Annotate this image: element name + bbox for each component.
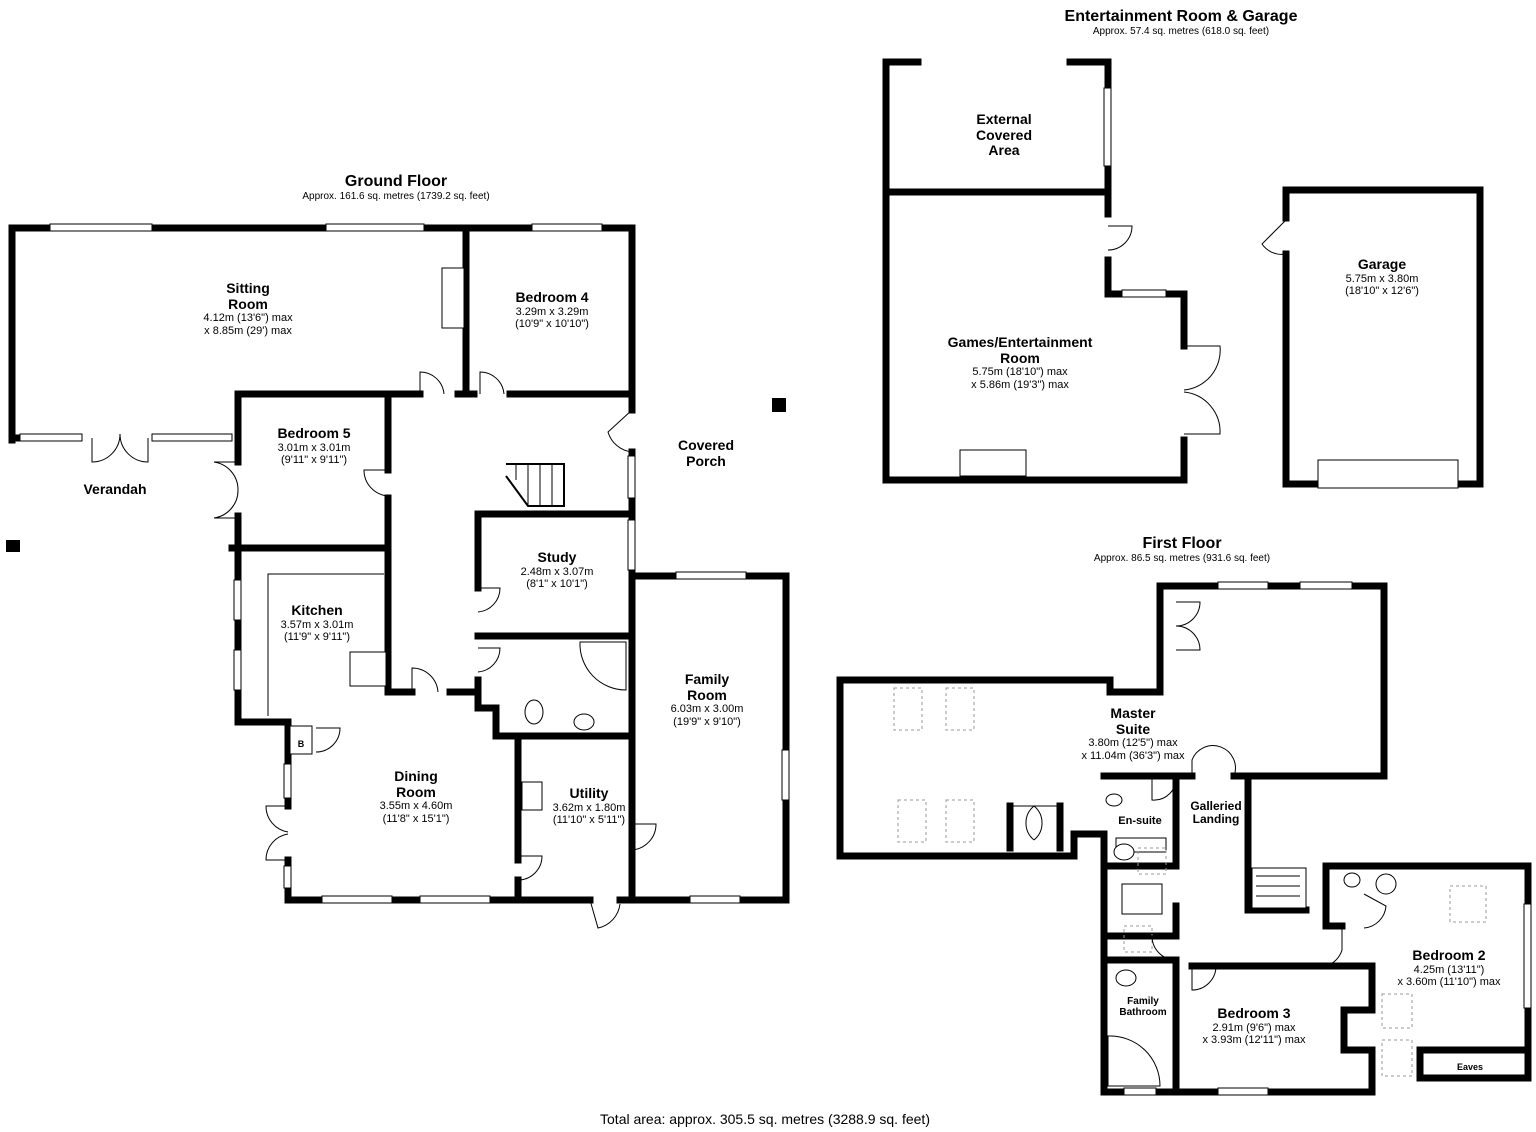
ground-floor-title: Ground Floor <box>344 173 448 190</box>
room-name: Eaves <box>1456 1062 1484 1072</box>
room-dims: 3.57m x 3.01m (11'9" x 9'11") <box>280 618 354 643</box>
room-bedroom2: Bedroom 2 4.25m (13'11") x 3.60m (11'10"… <box>1397 947 1501 988</box>
total-area: Total area: approx. 305.5 sq. metres (32… <box>600 1111 930 1127</box>
entertainment-windows <box>1103 87 1167 298</box>
first-floor-doors <box>1012 601 1387 991</box>
room-dims: 3.55m x 4.60m (11'8" x 15'1") <box>379 800 453 825</box>
room-games-entertainment: Games/Entertainment Room 5.75m (18'10") … <box>947 334 1093 391</box>
room-sitting-room: Sitting Room 4.12m (13'6") max x 8.85m (… <box>203 280 293 337</box>
room-bedroom5: Bedroom 5 3.01m x 3.01m (9'11" x 9'11") <box>277 425 351 466</box>
room-master-suite: Master Suite 3.80m (12'5") max x 11.04m … <box>1081 705 1185 762</box>
room-name: Verandah <box>83 481 147 497</box>
room-name: En-suite <box>1118 815 1162 827</box>
entertainment-walls <box>882 58 1484 489</box>
entertainment-doors <box>1107 219 1287 435</box>
first-floor-windows <box>1123 581 1532 1096</box>
room-external-covered-area: External Covered Area <box>975 111 1033 159</box>
room-name: Family Bathroom <box>1119 996 1167 1019</box>
room-name: Kitchen <box>291 602 343 618</box>
boiler-label: B <box>297 739 305 749</box>
room-name: Study <box>537 549 577 565</box>
room-verandah: Verandah <box>83 481 147 498</box>
ground-floor-doors <box>91 371 657 929</box>
boiler-box: B <box>298 734 305 752</box>
room-bedroom4: Bedroom 4 3.29m x 3.29m (10'9" x 10'10") <box>515 289 589 330</box>
room-name: Galleried Landing <box>1190 799 1242 827</box>
room-name: Bedroom 5 <box>277 425 351 441</box>
room-dims: 4.25m (13'11") x 3.60m (11'10") max <box>1397 963 1501 988</box>
room-name: External Covered Area <box>975 111 1033 159</box>
first-floor-heading: First Floor Approx. 86.5 sq. metres (931… <box>1094 535 1270 564</box>
room-name: Bedroom 3 <box>1217 1005 1291 1021</box>
room-name: Bedroom 2 <box>1412 947 1486 963</box>
entertainment-area: Approx. 57.4 sq. metres (618.0 sq. feet) <box>1092 25 1270 37</box>
room-eaves: Eaves <box>1457 1062 1483 1072</box>
room-dims: 3.62m x 1.80m (11'10" x 5'11") <box>552 801 626 826</box>
entertainment-title: Entertainment Room & Garage <box>1064 8 1298 25</box>
room-dims: 6.03m x 3.00m (19'9" x 9'10") <box>670 703 744 728</box>
room-bedroom3: Bedroom 3 2.91m (9'6") max x 3.93m (12'1… <box>1202 1005 1306 1046</box>
room-utility: Utility 3.62m x 1.80m (11'10" x 5'11") <box>552 785 626 826</box>
room-dims: 2.91m (9'6") max x 3.93m (12'11") max <box>1202 1021 1306 1046</box>
room-name: Sitting Room <box>226 280 270 312</box>
room-garage: Garage 5.75m x 3.80m (18'10" x 12'6") <box>1345 256 1419 297</box>
room-name: Family Room <box>684 671 730 703</box>
room-kitchen: Kitchen 3.57m x 3.01m (11'9" x 9'11") <box>280 602 354 643</box>
room-dims: 4.12m (13'6") max x 8.85m (29') max <box>203 312 293 337</box>
room-dims: 3.01m x 3.01m (9'11" x 9'11") <box>277 441 351 466</box>
room-name: Dining Room <box>394 768 438 800</box>
room-name: Garage <box>1357 256 1407 272</box>
room-dims: 5.75m x 3.80m (18'10" x 12'6") <box>1345 272 1419 297</box>
room-dims: 5.75m (18'10") max x 5.86m (19'3") max <box>971 366 1069 391</box>
ground-floor-heading: Ground Floor Approx. 161.6 sq. metres (1… <box>302 173 489 202</box>
room-name: Bedroom 4 <box>515 289 589 305</box>
ground-floor-area: Approx. 161.6 sq. metres (1739.2 sq. fee… <box>302 190 490 202</box>
first-floor-area: Approx. 86.5 sq. metres (931.6 sq. feet) <box>1093 552 1271 564</box>
first-floor-skylights <box>893 687 1487 1077</box>
first-floor-title: First Floor <box>1142 535 1222 552</box>
room-dims: 3.29m x 3.29m (10'9" x 10'10") <box>515 305 589 330</box>
room-en-suite: En-suite <box>1118 815 1161 827</box>
room-dining-room: Dining Room 3.55m x 4.60m (11'8" x 15'1"… <box>379 768 453 825</box>
room-study: Study 2.48m x 3.07m (8'1" x 10'1") <box>520 549 594 590</box>
room-galleried-landing: Galleried Landing <box>1190 799 1242 827</box>
room-dims: 2.48m x 3.07m (8'1" x 10'1") <box>520 565 594 590</box>
room-name: Utility <box>569 785 609 801</box>
room-covered-porch: Covered Porch <box>677 437 735 469</box>
room-name: Covered Porch <box>677 437 735 469</box>
entertainment-heading: Entertainment Room & Garage Approx. 57.4… <box>1065 8 1298 37</box>
room-name: Master Suite <box>1110 705 1156 737</box>
room-dims: 3.80m (12'5") max x 11.04m (36'3") max <box>1081 737 1185 762</box>
room-family-bathroom: Family Bathroom <box>1119 996 1166 1018</box>
ground-floor-windows <box>19 223 790 904</box>
first-floor-walls <box>836 582 1532 1096</box>
room-name: Games/Entertainment Room <box>947 334 1093 366</box>
room-family-room: Family Room 6.03m x 3.00m (19'9" x 9'10"… <box>670 671 744 728</box>
